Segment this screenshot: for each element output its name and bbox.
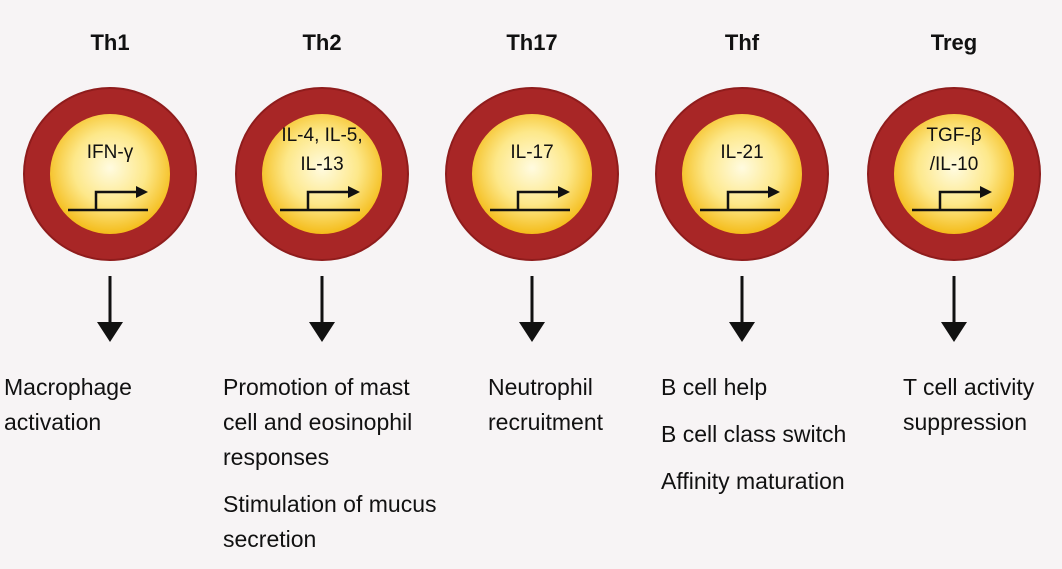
effect-item: B cell help [661, 374, 768, 400]
effect-list: B cell help B cell class switch Affinity… [661, 370, 891, 511]
t-cell-icon [23, 87, 197, 261]
cell-title: Treg [930, 30, 978, 55]
cell-column-thf: Thf IL-21 B cell help B cell class switc… [636, 0, 848, 560]
cytokine-label: IL-21 [720, 142, 764, 163]
effect-item: T cell activity suppression [903, 374, 1035, 435]
cell-column-th2: Th2 IL-4, IL-5, IL-13 Promotion of mast … [216, 0, 436, 560]
effect-item: Neutrophil recruitment [488, 374, 604, 435]
cell-column-treg: Treg TGF-β /IL-10 T cell activity suppre… [848, 0, 1060, 560]
down-arrow-icon [941, 276, 967, 342]
cytokine-label: IFN-γ [86, 142, 134, 163]
effect-item: Stimulation of mucus secretion [223, 491, 437, 552]
t-cell-icon [655, 87, 829, 261]
effect-list: Neutrophil recruitment [488, 370, 638, 452]
down-arrow-icon [519, 276, 545, 342]
cell-title: Th1 [90, 30, 130, 55]
cell-title: Th17 [506, 30, 558, 55]
effect-list: Macrophage activation [4, 370, 204, 452]
cytokine-label: IL-4, IL-5, IL-13 [281, 125, 363, 175]
effect-item: Promotion of mast cell and eosinophil re… [223, 374, 413, 470]
down-arrow-icon [97, 276, 123, 342]
down-arrow-icon [309, 276, 335, 342]
cell-title: Thf [724, 30, 760, 55]
t-cell-icon [235, 87, 409, 261]
cell-column-th1: Th1 IFN-γ Macrophage activation [4, 0, 216, 560]
cytokine-label: TGF-β /IL-10 [926, 125, 982, 175]
t-cell-icon [867, 87, 1041, 261]
down-arrow-icon [729, 276, 755, 342]
cytokine-label: IL-17 [510, 142, 554, 163]
effect-item: Macrophage activation [4, 374, 132, 435]
cell-title: Th2 [302, 30, 342, 55]
cell-column-th17: Th17 IL-17 Neutrophil recruitment [426, 0, 638, 560]
effect-item: B cell class switch [661, 421, 847, 447]
effect-list: Promotion of mast cell and eosinophil re… [223, 370, 473, 569]
t-cell-icon [445, 87, 619, 261]
effect-item: Affinity maturation [661, 468, 845, 494]
effect-list: T cell activity suppression [903, 370, 1062, 452]
